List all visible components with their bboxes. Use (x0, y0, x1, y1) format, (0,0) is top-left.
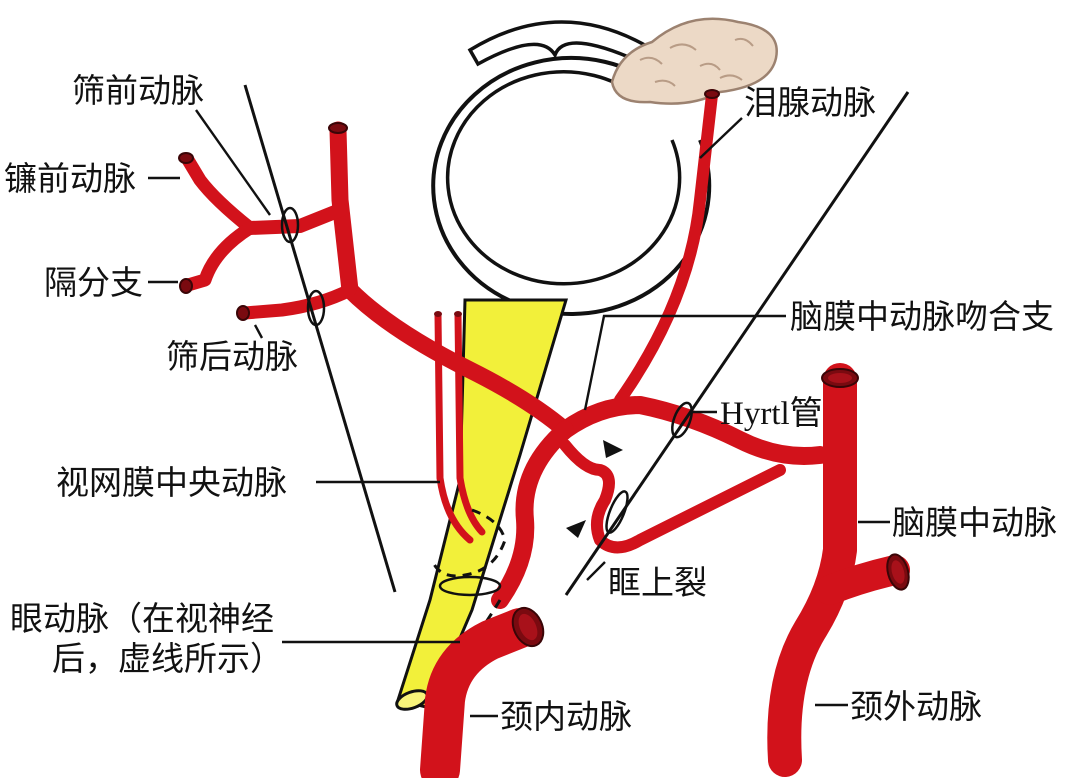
eyeball-inner (445, 70, 682, 286)
label-ophthalmic-line2: 后，虚线所示） (52, 639, 283, 678)
ophthalmic-artery (181, 89, 829, 609)
label-middle-meningeal: 脑膜中动脉 (892, 503, 1057, 542)
label-lacrimal: 泪腺动脉 (744, 83, 876, 122)
label-central-retinal: 视网膜中央动脉 (56, 463, 287, 502)
label-eca: 颈外动脉 (850, 687, 982, 726)
label-sof: 眶上裂 (608, 563, 707, 602)
medial-orbital-line (243, 84, 397, 593)
external-carotid-artery (767, 363, 910, 777)
lateral-orbital-line (564, 91, 910, 596)
leader-lines (148, 109, 890, 718)
labels: 筛前动脉 镰前动脉 隔分支 筛后动脉 泪腺动脉 脑膜中动脉吻合支 Hyrtl管 … (4, 71, 1057, 736)
label-anterior-falcine: 镰前动脉 (4, 159, 136, 198)
label-ophthalmic-line1: 眼动脉（在视神经 (10, 599, 274, 638)
vessel-cut-ends (178, 89, 720, 321)
internal-carotid-artery (420, 606, 545, 778)
sof-arrowheads (566, 440, 623, 538)
label-posterior-ethmoidal: 筛后动脉 (166, 337, 298, 376)
label-anterior-ethmoidal: 筛前动脉 (72, 71, 204, 110)
label-hyrtl: Hyrtl管 (720, 395, 823, 432)
label-meningeal-anastomotic: 脑膜中动脉吻合支 (790, 297, 1054, 336)
central-retinal-artery (434, 311, 486, 544)
meningo-ophthalmic-loop (559, 439, 786, 554)
label-septal-branch: 隔分支 (44, 263, 143, 302)
lacrimal-gland (610, 17, 778, 105)
cornea (467, 20, 653, 67)
label-ica: 颈内动脉 (500, 697, 632, 736)
